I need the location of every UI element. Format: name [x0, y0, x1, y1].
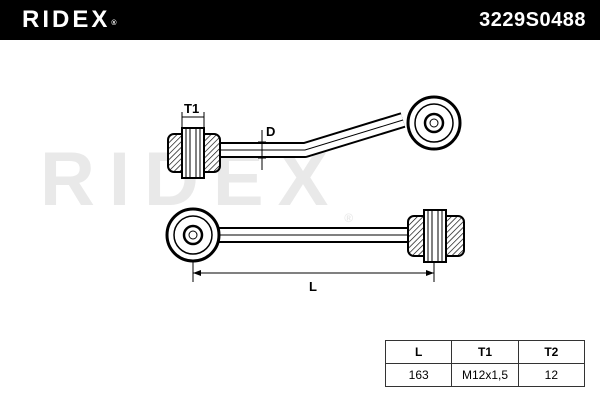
top-view: T1 D — [167, 95, 462, 179]
header-l: L — [384, 340, 453, 364]
watermark-registered-mark: ® — [344, 211, 354, 225]
brand-logo: RIDEX® — [22, 4, 117, 36]
value-l: 163 — [384, 363, 453, 387]
bottom-left-eye — [165, 207, 221, 263]
bottom-right-bushing — [407, 209, 465, 263]
top-right-eye — [406, 95, 462, 151]
header-bar: RIDEX® 3229S0488 — [0, 0, 600, 40]
part-number: 3229S0488 — [479, 9, 586, 31]
bottom-view: L — [165, 207, 465, 294]
header-t2: T2 — [517, 340, 586, 364]
top-rod-centerline — [214, 119, 404, 151]
header-t1: T1 — [451, 340, 519, 364]
specs-header-row: L T1 T2 — [384, 340, 586, 364]
specs-value-row: 163 M12x1,5 12 — [384, 363, 586, 387]
value-t1: M12x1,5 — [451, 363, 519, 387]
brand-registered-mark: ® — [111, 20, 117, 27]
label-t1: T1 — [184, 101, 199, 116]
brand-name: RIDEX — [22, 6, 111, 33]
top-left-bushing — [167, 127, 221, 179]
value-t2: 12 — [517, 363, 586, 387]
label-l: L — [309, 279, 317, 294]
specs-table: L T1 T2 163 M12x1,5 12 — [384, 340, 586, 387]
label-d: D — [266, 124, 275, 139]
